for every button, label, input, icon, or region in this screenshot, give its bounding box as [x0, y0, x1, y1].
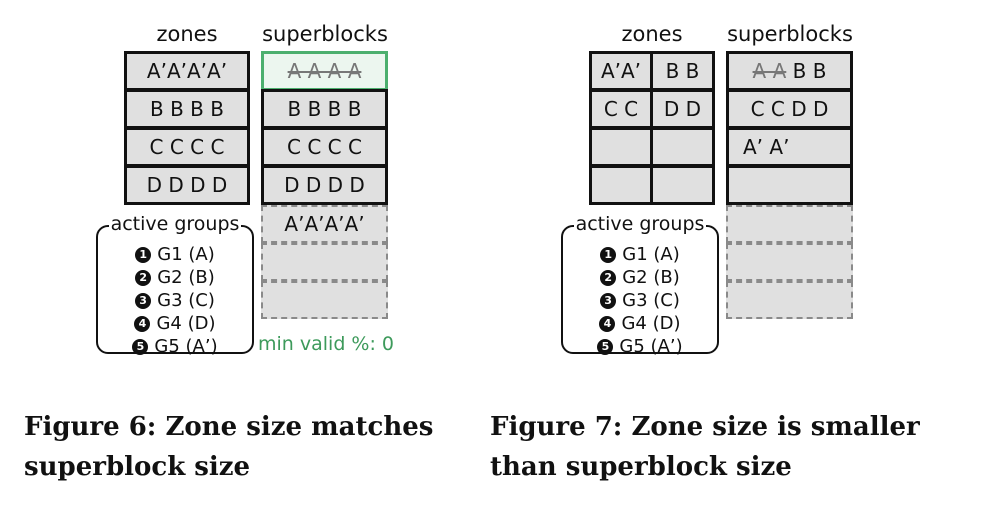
- fig6-group-label: G1 (A): [157, 244, 215, 265]
- fig7-superblock-1-invalid: A A: [752, 59, 787, 83]
- fig6-active-groups-title: active groups: [108, 213, 242, 235]
- fig7-superblock-6: [726, 243, 853, 281]
- fig7-superblock-3: A’ A’: [726, 127, 853, 167]
- fig7-zone-2b-cell: D D: [663, 97, 702, 121]
- fig7-superblock-3-data: A’ A’: [743, 135, 790, 159]
- fig6-superblock-7: [261, 281, 388, 319]
- fig6-group-badge: 3: [135, 292, 152, 309]
- fig6-caption-line-2: superblock size: [24, 452, 251, 482]
- fig6-group-label: G3 (C): [157, 290, 215, 311]
- fig6-superblocks-heading: superblocks: [262, 22, 388, 46]
- fig7-group-badge: 1: [600, 246, 617, 263]
- fig7-group-label: G4 (D): [621, 313, 681, 334]
- fig6-zone-1: A’A’A’A’: [124, 51, 250, 91]
- fig7-group-row: 2 G2 (B): [563, 266, 717, 289]
- fig7-superblock-2-data: C C D D: [750, 97, 829, 121]
- fig7-group-badge: 4: [599, 315, 616, 332]
- fig6-zone-2-cell: B B B B: [150, 97, 224, 121]
- fig7-group-row: 4 G4 (D): [563, 312, 717, 335]
- fig6-active-groups: active groups 1 G1 (A) 2 G2 (B) 3 G3 (C)…: [96, 213, 254, 357]
- fig7-superblock-2: C C D D: [726, 89, 853, 129]
- fig7-caption: Figure 7: Zone size is smaller than supe…: [490, 407, 960, 487]
- fig7-zone-3a: [589, 127, 653, 167]
- fig7-zones-heading: zones: [621, 22, 683, 46]
- fig6-superblock-5-data: A’A’A’A’: [284, 212, 365, 236]
- fig7-group-label: G1 (A): [622, 244, 680, 265]
- fig6-group-row: 2 G2 (B): [98, 266, 252, 289]
- fig6-zones-heading: zones: [156, 22, 218, 46]
- fig7-group-label: G3 (C): [622, 290, 680, 311]
- fig6-superblock-4-data: D D D D: [284, 173, 365, 197]
- fig6-zone-3: C C C C: [124, 127, 250, 167]
- fig6-caption-line-1: Figure 6: Zone size matches: [24, 412, 434, 442]
- fig7-zone-1a: A’A’: [589, 51, 653, 91]
- fig7-superblock-4: [726, 165, 853, 205]
- fig6-group-badge: 4: [134, 315, 151, 332]
- fig7-superblock-7: [726, 281, 853, 319]
- fig7-zone-1b: B B: [650, 51, 715, 91]
- fig7-superblock-1-data: B B: [786, 59, 827, 83]
- fig7-zone-1a-cell: A’A’: [600, 59, 642, 83]
- fig7-zone-4b: [650, 165, 715, 205]
- fig7-zone-4a: [589, 165, 653, 205]
- fig6-caption: Figure 6: Zone size matches superblock s…: [24, 407, 494, 487]
- fig6-zone-1-cell: A’A’A’A’: [146, 59, 228, 83]
- fig6-superblock-3: C C C C: [261, 127, 388, 167]
- fig6-zone-4-cell: D D D D: [146, 173, 228, 197]
- fig6-superblock-2-data: B B B B: [287, 97, 362, 121]
- fig6-group-badge: 2: [135, 269, 152, 286]
- fig7-group-badge: 5: [597, 338, 614, 355]
- fig7-group-badge: 3: [600, 292, 617, 309]
- fig6-zone-4: D D D D: [124, 165, 250, 205]
- fig7-zone-2a-cell: C C: [603, 97, 639, 121]
- fig6-group-row: 3 G3 (C): [98, 289, 252, 312]
- fig6-superblock-3-data: C C C C: [287, 135, 362, 159]
- fig6-group-badge: 5: [132, 338, 149, 355]
- fig7-zone-1b-cell: B B: [665, 59, 700, 83]
- fig6-zone-3-cell: C C C C: [149, 135, 225, 159]
- fig7-zone-2b: D D: [650, 89, 715, 129]
- fig7-superblock-1: A A B B: [726, 51, 853, 91]
- fig7-zone-2a: C C: [589, 89, 653, 129]
- fig6-group-label: G4 (D): [156, 313, 216, 334]
- fig6-superblock-5: A’A’A’A’: [261, 205, 388, 243]
- fig6-superblock-2: B B B B: [261, 89, 388, 129]
- fig7-group-row: 1 G1 (A): [563, 243, 717, 266]
- fig7-group-row: 3 G3 (C): [563, 289, 717, 312]
- fig7-group-label: G5 (A’): [619, 336, 683, 357]
- fig7-zone-3b: [650, 127, 715, 167]
- fig6-group-badge: 1: [135, 246, 152, 263]
- fig7-active-groups-title: active groups: [573, 213, 707, 235]
- fig6-group-row: 4 G4 (D): [98, 312, 252, 335]
- fig6-zone-2: B B B B: [124, 89, 250, 129]
- fig6-superblock-4: D D D D: [261, 165, 388, 205]
- fig7-caption-line-2: than superblock size: [490, 452, 792, 482]
- fig6-superblock-1: A A A A: [261, 51, 388, 91]
- fig7-group-badge: 2: [600, 269, 617, 286]
- fig7-superblocks-heading: superblocks: [727, 22, 853, 46]
- fig6-min-valid-label: min valid %: 0: [258, 333, 394, 355]
- fig7-superblock-5: [726, 205, 853, 243]
- fig7-caption-line-1: Figure 7: Zone size is smaller: [490, 412, 920, 442]
- fig7-group-label: G2 (B): [622, 267, 680, 288]
- fig6-group-row: 5 G5 (A’): [98, 335, 252, 358]
- fig6-group-label: G2 (B): [157, 267, 215, 288]
- fig7-active-groups: active groups 1 G1 (A) 2 G2 (B) 3 G3 (C)…: [561, 213, 719, 357]
- fig6-superblock-1-invalid: A A A A: [287, 59, 362, 83]
- fig6-group-row: 1 G1 (A): [98, 243, 252, 266]
- fig6-superblock-6: [261, 243, 388, 281]
- fig6-group-label: G5 (A’): [154, 336, 218, 357]
- fig7-group-row: 5 G5 (A’): [563, 335, 717, 358]
